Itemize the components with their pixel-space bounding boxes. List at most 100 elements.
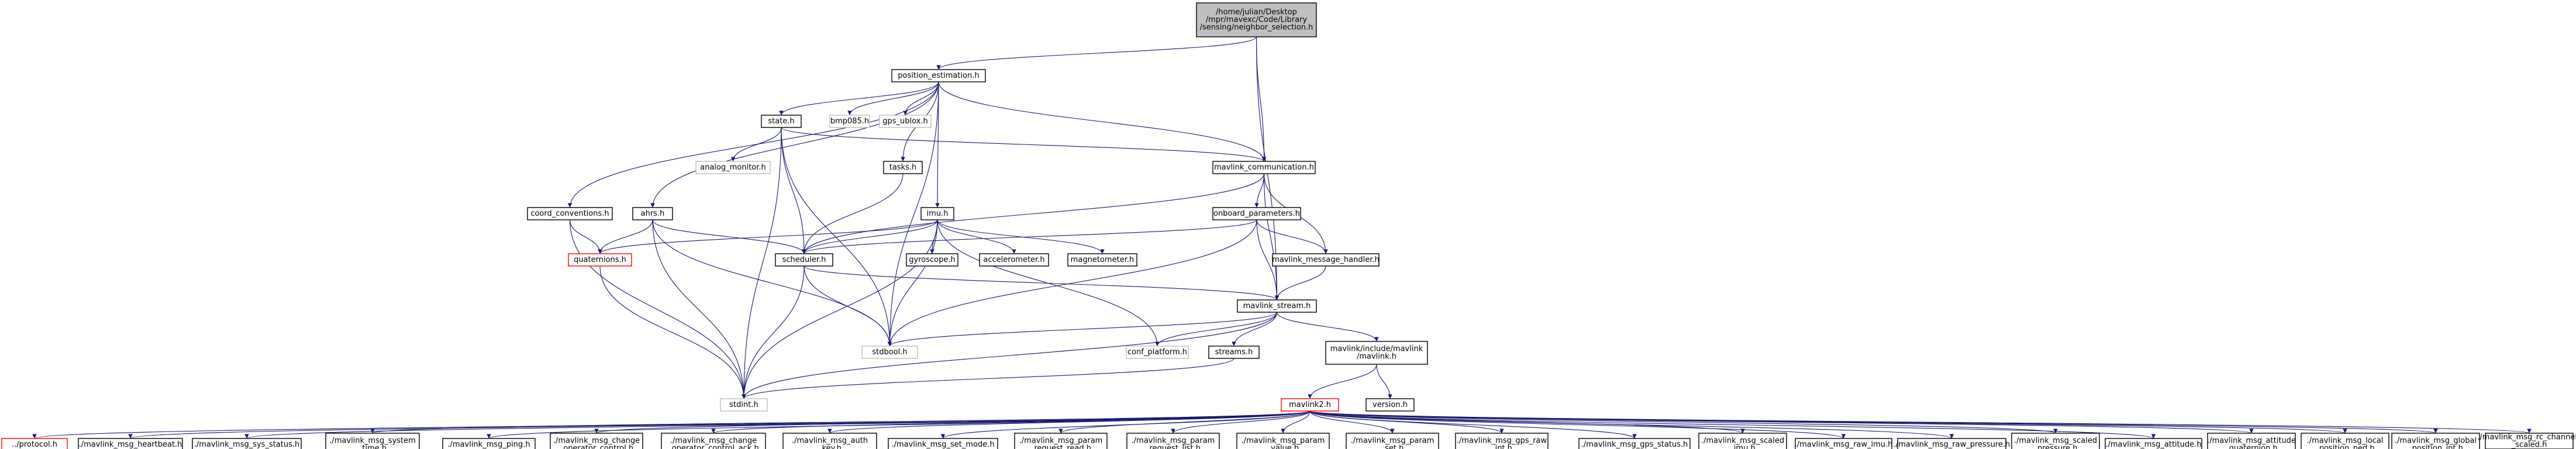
node-b08[interactable]: ./mavlink_msg_set_mode.h <box>888 438 998 449</box>
node-accel[interactable]: accelerometer.h <box>979 253 1049 267</box>
edge-mav2-to-b03 <box>370 410 1311 434</box>
edge-coord-to-stdint <box>569 219 746 399</box>
node-box <box>325 433 420 449</box>
node-b07[interactable]: ./mavlink_msg_auth_key.h <box>782 433 877 449</box>
node-box <box>192 438 302 449</box>
node-stream[interactable]: mavlink_stream.h <box>1237 299 1317 313</box>
node-b03[interactable]: ./mavlink_msg_system_time.h <box>325 433 420 449</box>
edges-layer <box>32 36 2531 439</box>
node-box <box>1325 341 1428 365</box>
edge-state-to-stdbool <box>781 127 892 347</box>
node-label: _operator_control_ack.h <box>667 444 759 449</box>
edge-mav2-to-b21 <box>1309 410 2347 434</box>
edge-mav2-to-b16 <box>1309 410 1846 439</box>
node-box <box>906 253 958 267</box>
node-streams[interactable]: streams.h <box>1208 346 1260 359</box>
edge-onboard-to-msghand <box>1256 219 1328 254</box>
node-b20[interactable]: ./mavlink_msg_attitude_quaternion.h <box>2207 433 2296 449</box>
node-box <box>1212 207 1301 220</box>
node-b02[interactable]: ./mavlink_msg_sys_status.h <box>192 438 302 449</box>
edge-mav2-to-b17 <box>1309 410 1954 439</box>
node-conf[interactable]: conf_platform.h <box>1126 346 1189 359</box>
node-box <box>1698 433 1787 449</box>
node-magn[interactable]: magnetometer.h <box>1067 253 1137 267</box>
node-stdbool[interactable]: stdbool.h <box>861 346 918 359</box>
node-box <box>550 433 643 449</box>
node-root[interactable]: /home/julian/Desktop/mpr/mavexc/Code/Lib… <box>1196 2 1317 37</box>
node-box <box>1067 253 1137 267</box>
node-b04[interactable]: ./mavlink_msg_ping.h <box>442 438 536 449</box>
node-box <box>1208 346 1260 359</box>
node-label: stdbool.h <box>872 348 907 357</box>
node-analog[interactable]: analog_monitor.h <box>695 161 771 174</box>
node-label: streams.h <box>1215 348 1253 357</box>
node-box <box>879 115 932 128</box>
node-gyro[interactable]: gyroscope.h <box>906 253 958 267</box>
node-label: ./mavlink_msg_set_mode.h <box>891 440 994 449</box>
node-b12[interactable]: ./mavlink_msg_param_set.h <box>1346 433 1439 449</box>
node-version[interactable]: version.h <box>1365 398 1415 412</box>
node-label: ../protocol.h <box>12 440 57 449</box>
node-label: tasks.h <box>889 163 917 172</box>
node-b00[interactable]: ../protocol.h <box>1 438 68 449</box>
node-b14[interactable]: ./mavlink_msg_gps_status.h <box>1578 438 1691 449</box>
edge-imu-to-magn <box>937 219 1105 254</box>
node-label: ./mavlink_msg_auth <box>792 437 868 445</box>
node-b17[interactable]: ./mavlink_msg_raw_pressure.h <box>1894 438 2010 449</box>
edge-stream-to-conf <box>1155 312 1278 347</box>
node-mav2[interactable]: mavlink2.h <box>1281 398 1339 412</box>
edge-onboard-to-stream <box>1256 219 1280 301</box>
node-mavinc[interactable]: mavlink/include/mavlink/mavlink.h <box>1325 341 1428 365</box>
node-coord[interactable]: coord_conventions.h <box>527 207 613 220</box>
edge-pos-to-imu <box>935 81 940 208</box>
node-box <box>920 207 954 220</box>
node-b16[interactable]: ./mavlink_msg_raw_imu.h <box>1795 438 1893 449</box>
node-label: _quaternion.h <box>2225 444 2278 449</box>
node-box <box>1281 398 1339 412</box>
node-sched[interactable]: scheduler.h <box>775 253 833 267</box>
node-label: /sensing/neighbor_selection.h <box>1200 23 1313 32</box>
node-imu[interactable]: imu.h <box>920 207 954 220</box>
edge-mav2-to-b10 <box>1171 410 1311 434</box>
node-box <box>829 115 870 128</box>
node-b23[interactable]: ./mavlink_msg_rc_channels_scaled.h <box>2477 433 2576 449</box>
node-b06[interactable]: ./mavlink_msg_change_operator_control_ac… <box>661 433 766 449</box>
node-label: ./mavlink_msg_local <box>2307 437 2384 445</box>
node-b19[interactable]: ./mavlink_msg_attitude.h <box>2105 438 2202 449</box>
node-mavcom[interactable]: mavlink_communication.h <box>1212 161 1316 174</box>
node-b18[interactable]: ./mavlink_msg_scaled_pressure.h <box>2011 433 2100 449</box>
node-b22[interactable]: ./mavlink_msg_global_position_int.h <box>2391 433 2480 449</box>
node-quat[interactable]: quaternions.h <box>568 253 632 267</box>
node-ahrs[interactable]: ahrs.h <box>632 207 673 220</box>
node-b15[interactable]: ./mavlink_msg_scaled_imu.h <box>1698 433 1787 449</box>
node-b01[interactable]: ./mavlink_msg_heartbeat.h <box>78 438 183 449</box>
node-label: version.h <box>1373 400 1408 409</box>
node-label: _set.h <box>1381 444 1404 449</box>
node-label: mavlink2.h <box>1289 400 1331 409</box>
node-label: _int.h <box>1491 444 1512 449</box>
node-label: conf_platform.h <box>1127 348 1187 357</box>
node-label: ./mavlink_msg_change <box>553 437 640 445</box>
node-b21[interactable]: ./mavlink_msg_local_position_ned.h <box>2301 433 2389 449</box>
node-onboard[interactable]: onboard_parameters.h <box>1212 207 1301 220</box>
node-gps[interactable]: gps_ublox.h <box>879 115 932 128</box>
node-box <box>720 398 768 412</box>
edge-stream-to-streams <box>1232 312 1278 347</box>
node-state[interactable]: state.h <box>761 115 802 128</box>
node-stdint[interactable]: stdint.h <box>720 398 768 412</box>
node-b13[interactable]: ./mavlink_msg_gps_raw_int.h <box>1455 433 1549 449</box>
node-tasks[interactable]: tasks.h <box>883 161 923 174</box>
node-b11[interactable]: ./mavlink_msg_param_value.h <box>1236 433 1330 449</box>
node-label: ./mavlink_msg_param <box>1351 437 1434 445</box>
node-label: /home/julian/Desktop <box>1216 8 1297 17</box>
node-box <box>1365 398 1415 412</box>
edge-pos-to-stdbool <box>887 81 939 347</box>
node-b10[interactable]: ./mavlink_msg_param_request_list.h <box>1126 433 1220 449</box>
node-box <box>2105 438 2202 449</box>
node-bmp[interactable]: bmp085.h <box>829 115 870 128</box>
node-pos[interactable]: position_estimation.h <box>891 69 986 82</box>
node-b05[interactable]: ./mavlink_msg_change_operator_control.h <box>550 433 643 449</box>
node-label: _position_ned.h <box>2315 444 2374 449</box>
node-b09[interactable]: ./mavlink_msg_param_request_read.h <box>1014 433 1108 449</box>
node-msghand[interactable]: mavlink_message_handler.h <box>1272 253 1380 267</box>
